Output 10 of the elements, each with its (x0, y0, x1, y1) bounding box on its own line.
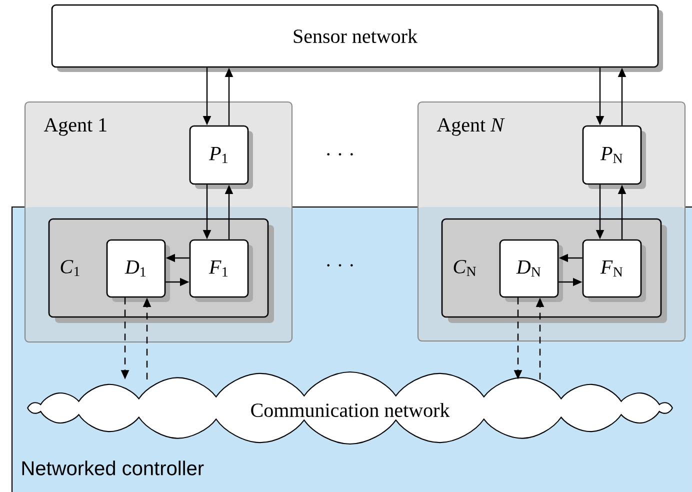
network-box: Sensor network (51, 4, 663, 72)
block-box: F$_{N}$ (582, 239, 646, 302)
ellipsis: · · · (327, 264, 353, 266)
block-box: D$_{N}$ (499, 239, 563, 302)
block-box: P$_{N}$ (582, 125, 646, 189)
block-box: P$_{1}$ (189, 125, 253, 189)
block-box: D$_{1}$ (106, 239, 170, 302)
network-cloud: Communication network (27, 371, 673, 445)
block-box: F$_{1}$ (189, 239, 253, 302)
ellipsis: · · · (327, 153, 353, 156)
